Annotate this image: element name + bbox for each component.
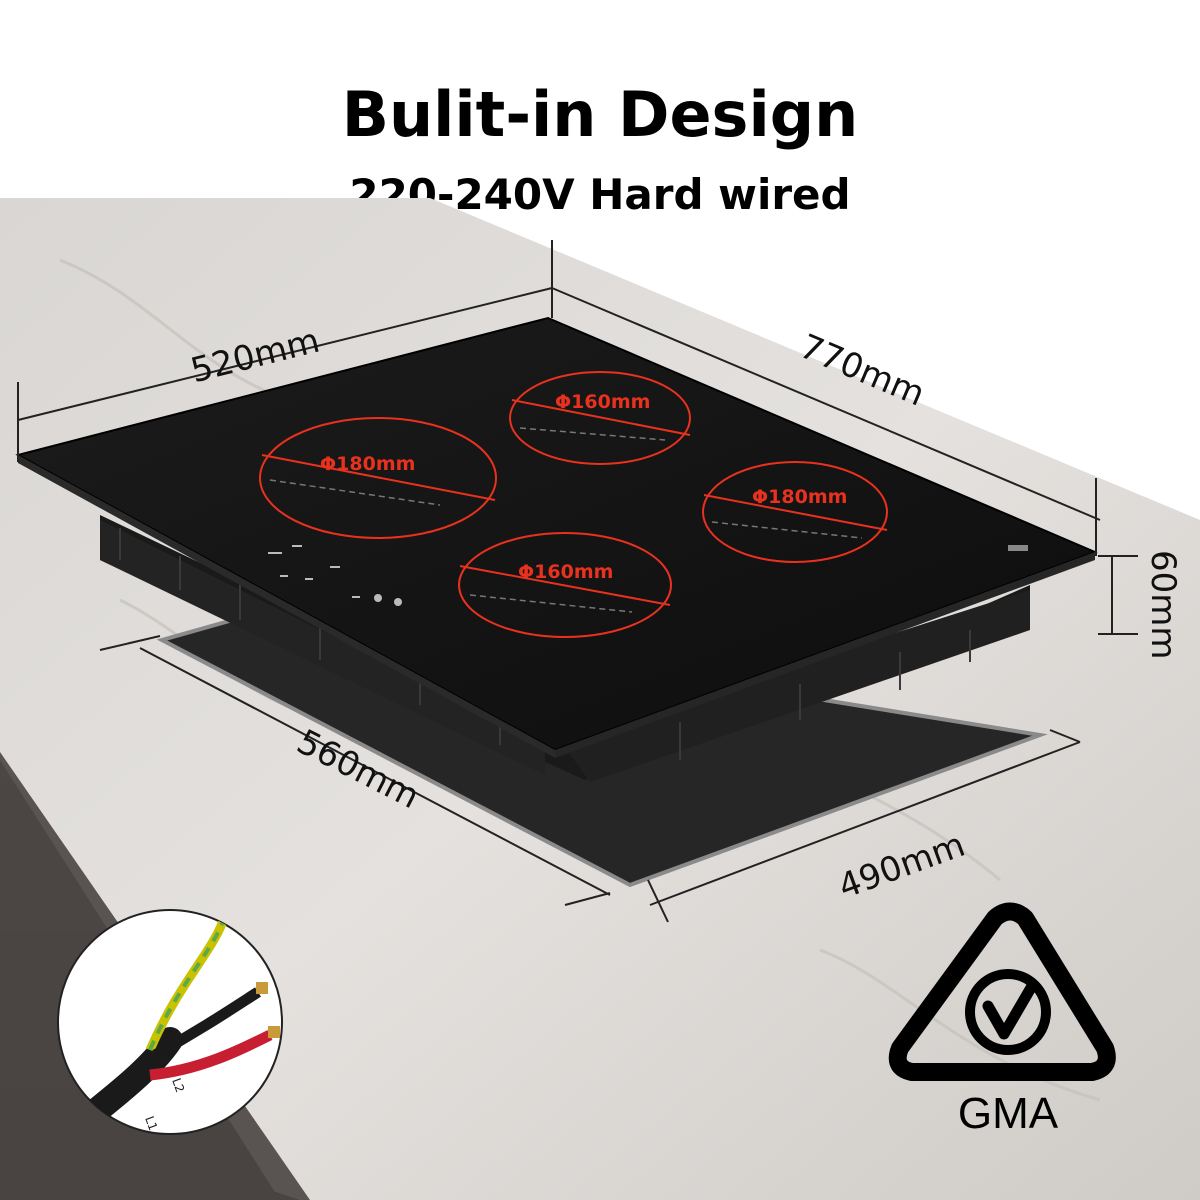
cooking-zone-front-right: Φ180mm	[702, 461, 888, 563]
zone-label-front-left: Φ160mm	[518, 561, 613, 583]
gma-label: GMA	[958, 1089, 1059, 1138]
cooking-zone-rear-right: Φ160mm	[509, 371, 691, 465]
dimension-lines	[17, 240, 1138, 923]
page-title: Bulit-in Design	[341, 78, 859, 151]
wire-label-l2: L2	[169, 1076, 187, 1094]
dimension-height-label: 60mm	[1143, 550, 1183, 660]
wiring-inset: L2 L1	[57, 909, 283, 1135]
gma-certification-mark: GMA	[888, 902, 1116, 1138]
cooking-zone-front-left: Φ160mm	[458, 532, 672, 638]
zone-label-rear-right: Φ160mm	[555, 391, 650, 413]
zone-label-front-right: Φ180mm	[752, 486, 847, 508]
zone-label-rear-left: Φ180mm	[320, 453, 415, 475]
cooking-zone-rear-left: Φ180mm	[259, 417, 497, 539]
wire-label-l1: L1	[142, 1114, 160, 1132]
touch-control-panel	[268, 545, 1028, 606]
